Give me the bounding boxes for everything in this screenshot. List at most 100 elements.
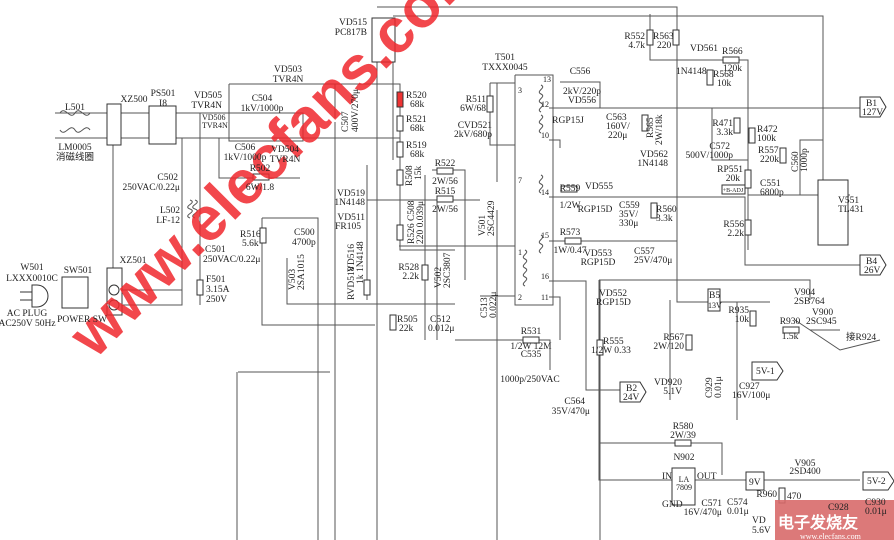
label: 400V/270μ [351, 89, 361, 132]
output-b1 [859, 96, 887, 118]
logo-box [775, 500, 894, 540]
label: 22k [399, 324, 414, 334]
label: V551 [838, 196, 859, 206]
label: VD515 [339, 18, 367, 28]
label: 4.7k [628, 41, 645, 51]
label: VD506 [202, 113, 226, 122]
resistor-r471 [733, 117, 741, 134]
label: C930 [865, 498, 886, 508]
resistor-r560 [650, 202, 658, 219]
label: R580 [673, 422, 694, 432]
label: 220μ [608, 131, 627, 141]
regulator-n902 [671, 467, 696, 506]
label: V502 [434, 267, 444, 288]
label: VD505 [194, 91, 222, 101]
label: R521 [406, 115, 427, 125]
label: 220 0.039μ [416, 201, 426, 244]
label: 5.6V [752, 526, 771, 536]
resistor-rvd518 [363, 279, 371, 296]
pin-label: 15 [541, 231, 549, 240]
resistor-r508 [396, 169, 404, 186]
label: 1N4148 [676, 67, 707, 77]
label: R471 [712, 119, 733, 129]
resistor-r557 [779, 147, 787, 164]
label: R556 [723, 220, 744, 230]
label: R519 [406, 141, 427, 151]
resistor-r522 [436, 167, 454, 175]
label: 250V [206, 295, 227, 305]
label: 1/2W [559, 201, 580, 211]
label: 3.3k [656, 214, 673, 224]
label: C513 [480, 297, 490, 318]
label: 0.01μ [714, 376, 724, 398]
wires [55, 6, 881, 540]
label: 1/2W 12M [510, 342, 552, 352]
resistor-r580 [674, 439, 692, 447]
label: 13V [708, 301, 722, 310]
label: 2SC945 [806, 317, 837, 327]
label: VD516 [347, 244, 357, 272]
label: 1.5k [782, 332, 799, 342]
output-b5 [707, 288, 721, 312]
label: 5V-2 [867, 477, 886, 487]
label: RGP15D [596, 298, 631, 308]
label: C506 [235, 143, 256, 153]
label: 120k [723, 64, 742, 74]
label: CVD521 [458, 121, 493, 131]
pin-label: 14 [541, 188, 549, 197]
tl431-v551-box [817, 179, 849, 246]
label: L501 [65, 103, 85, 113]
pin-label: 13 [543, 75, 551, 84]
b-adj-box [721, 184, 746, 195]
label: R557 [758, 146, 779, 156]
label: R472 [757, 125, 778, 135]
resistor-r567 [685, 334, 693, 351]
label: W501 [20, 263, 43, 273]
label: R511 [466, 95, 486, 105]
label: TVR4N [273, 75, 304, 85]
label: 2W/56 [432, 177, 458, 187]
label: C559 [619, 201, 640, 211]
label: C556 [570, 67, 591, 77]
label: XZ500 [121, 95, 148, 105]
output-b4 [859, 254, 887, 276]
label: TVR4N [270, 155, 301, 165]
label: 2kV/680p [454, 130, 492, 140]
label: 100k [757, 134, 776, 144]
label: 7809 [676, 483, 692, 492]
label: 127V [862, 108, 883, 118]
pin-label: 16 [541, 272, 549, 281]
resistor-r521 [396, 115, 404, 132]
label: R505 [397, 315, 418, 325]
label: 2W/18k [655, 114, 665, 145]
label: R515 [435, 187, 456, 197]
label: I8 [159, 99, 167, 109]
label: 68k [410, 124, 425, 134]
output-b2 [619, 381, 647, 403]
label: OUT [697, 472, 717, 482]
label: R960 [756, 490, 777, 500]
label: V501 [478, 215, 488, 236]
label: 220 [657, 41, 672, 51]
label: LM0005 [58, 143, 92, 153]
resistor-r526 [396, 224, 404, 241]
label: AC PLUG [7, 309, 48, 319]
label: R566 [722, 47, 743, 57]
label: C564 [564, 397, 585, 407]
ac-plug-icon [20, 284, 49, 308]
pin-label: 2 [518, 293, 522, 302]
resistor-r505 [389, 314, 397, 331]
label: 20k [726, 174, 741, 184]
label: V503 [288, 269, 298, 290]
resistor-r559 [560, 185, 578, 193]
label: R935 [728, 306, 749, 316]
label: V905 [794, 459, 815, 469]
label: RGP15D [578, 205, 613, 215]
label: C504 [252, 94, 273, 104]
label: C574 [727, 498, 748, 508]
components [20, 17, 894, 506]
pin-label: 11 [541, 293, 549, 302]
label: B2 [626, 384, 637, 394]
label: RGP15J [552, 116, 584, 126]
label: VD561 [690, 44, 718, 54]
